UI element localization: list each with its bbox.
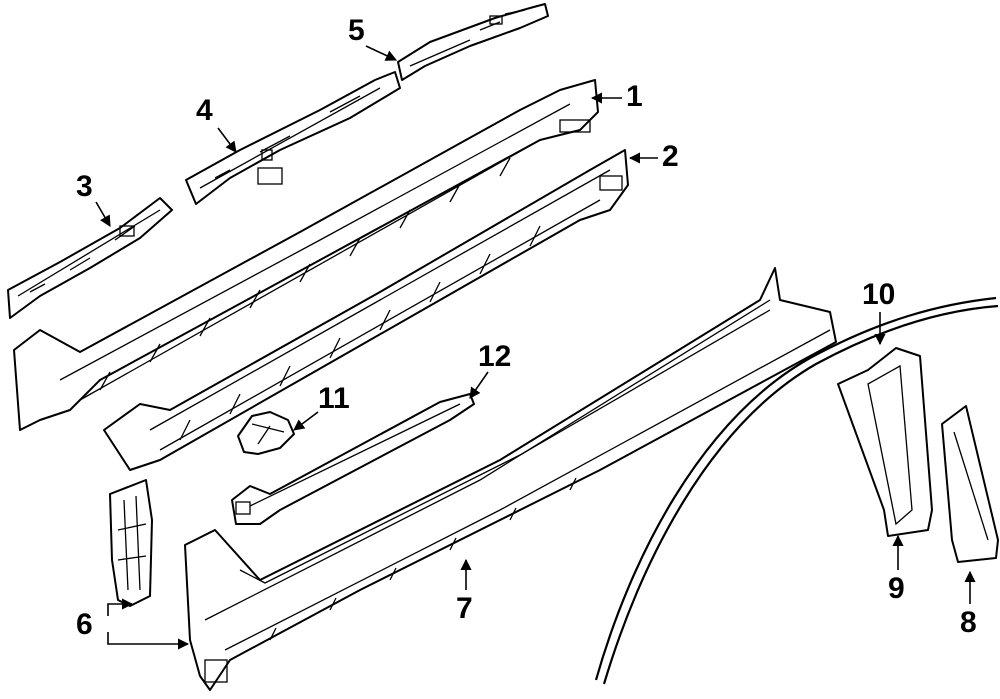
callout-3: 3 [76, 170, 93, 203]
callout-2: 2 [662, 140, 679, 173]
part-6-bracket [109, 479, 153, 607]
part-2-inner-rocker [103, 149, 629, 471]
part-5-bracket [397, 3, 549, 81]
callout-8: 8 [960, 606, 977, 639]
part-8-pillar-trim [941, 405, 999, 563]
part-9-pillar-trim [837, 347, 933, 537]
part-4-bracket [185, 71, 401, 205]
callout-4: 4 [196, 94, 213, 127]
callout-12: 12 [478, 340, 512, 373]
callout-11: 11 [318, 382, 350, 415]
callout-9: 9 [888, 572, 905, 605]
part-1-rocker-reinforcement [13, 79, 599, 431]
part-7-outer-rocker [184, 267, 837, 691]
leader-lines [95, 45, 976, 650]
callout-1: 1 [626, 80, 643, 113]
callout-7: 7 [456, 592, 473, 625]
callout-6: 6 [76, 608, 93, 641]
part-10-window-trim [594, 296, 999, 685]
callout-5: 5 [348, 14, 365, 47]
part-12-trim-strip [231, 393, 475, 525]
part-3-bracket [7, 197, 173, 319]
part-11-clip [237, 411, 295, 455]
callout-10: 10 [862, 278, 896, 311]
